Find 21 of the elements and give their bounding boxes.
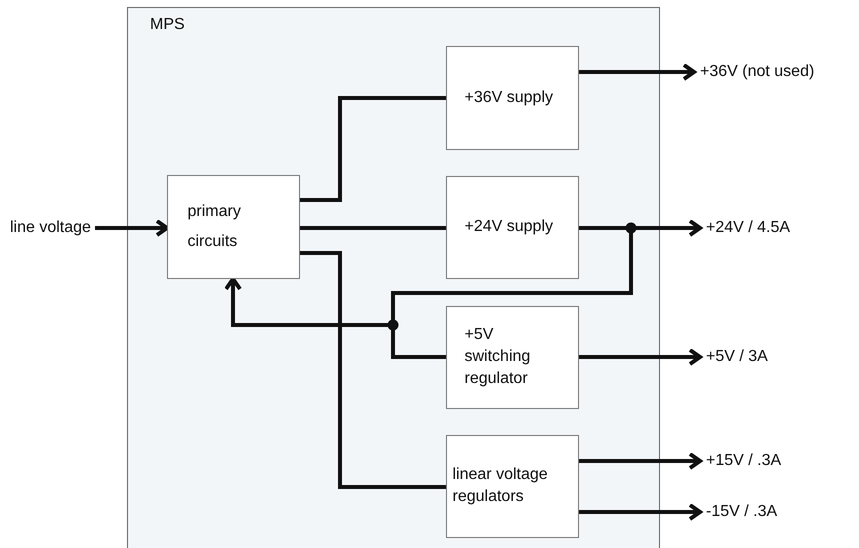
output-label: +15V / .3A <box>700 446 810 476</box>
output-label: +24V / 4.5A <box>700 213 820 243</box>
arrow <box>579 63 696 81</box>
arrow <box>95 219 169 237</box>
output-label: +36V (not used) <box>694 57 858 87</box>
arrow <box>579 348 702 366</box>
wire <box>300 226 446 230</box>
output-label: +5V / 3A <box>700 342 800 372</box>
arrow <box>579 452 702 470</box>
arrow <box>579 503 702 521</box>
circuit-block: +36V supply <box>446 46 578 150</box>
circuit-block: linear voltage regulators <box>446 434 578 538</box>
circuit-block: +5V switching regulator <box>446 306 578 408</box>
wire <box>300 96 446 202</box>
wire <box>300 251 446 489</box>
module-title: MPS <box>150 16 185 34</box>
circuit-block: primary circuits <box>166 174 300 278</box>
module-frame <box>127 7 660 548</box>
circuit-block: +24V supply <box>446 176 578 278</box>
output-label: -15V / .3A <box>700 497 810 527</box>
input-label: line voltage <box>10 198 95 258</box>
